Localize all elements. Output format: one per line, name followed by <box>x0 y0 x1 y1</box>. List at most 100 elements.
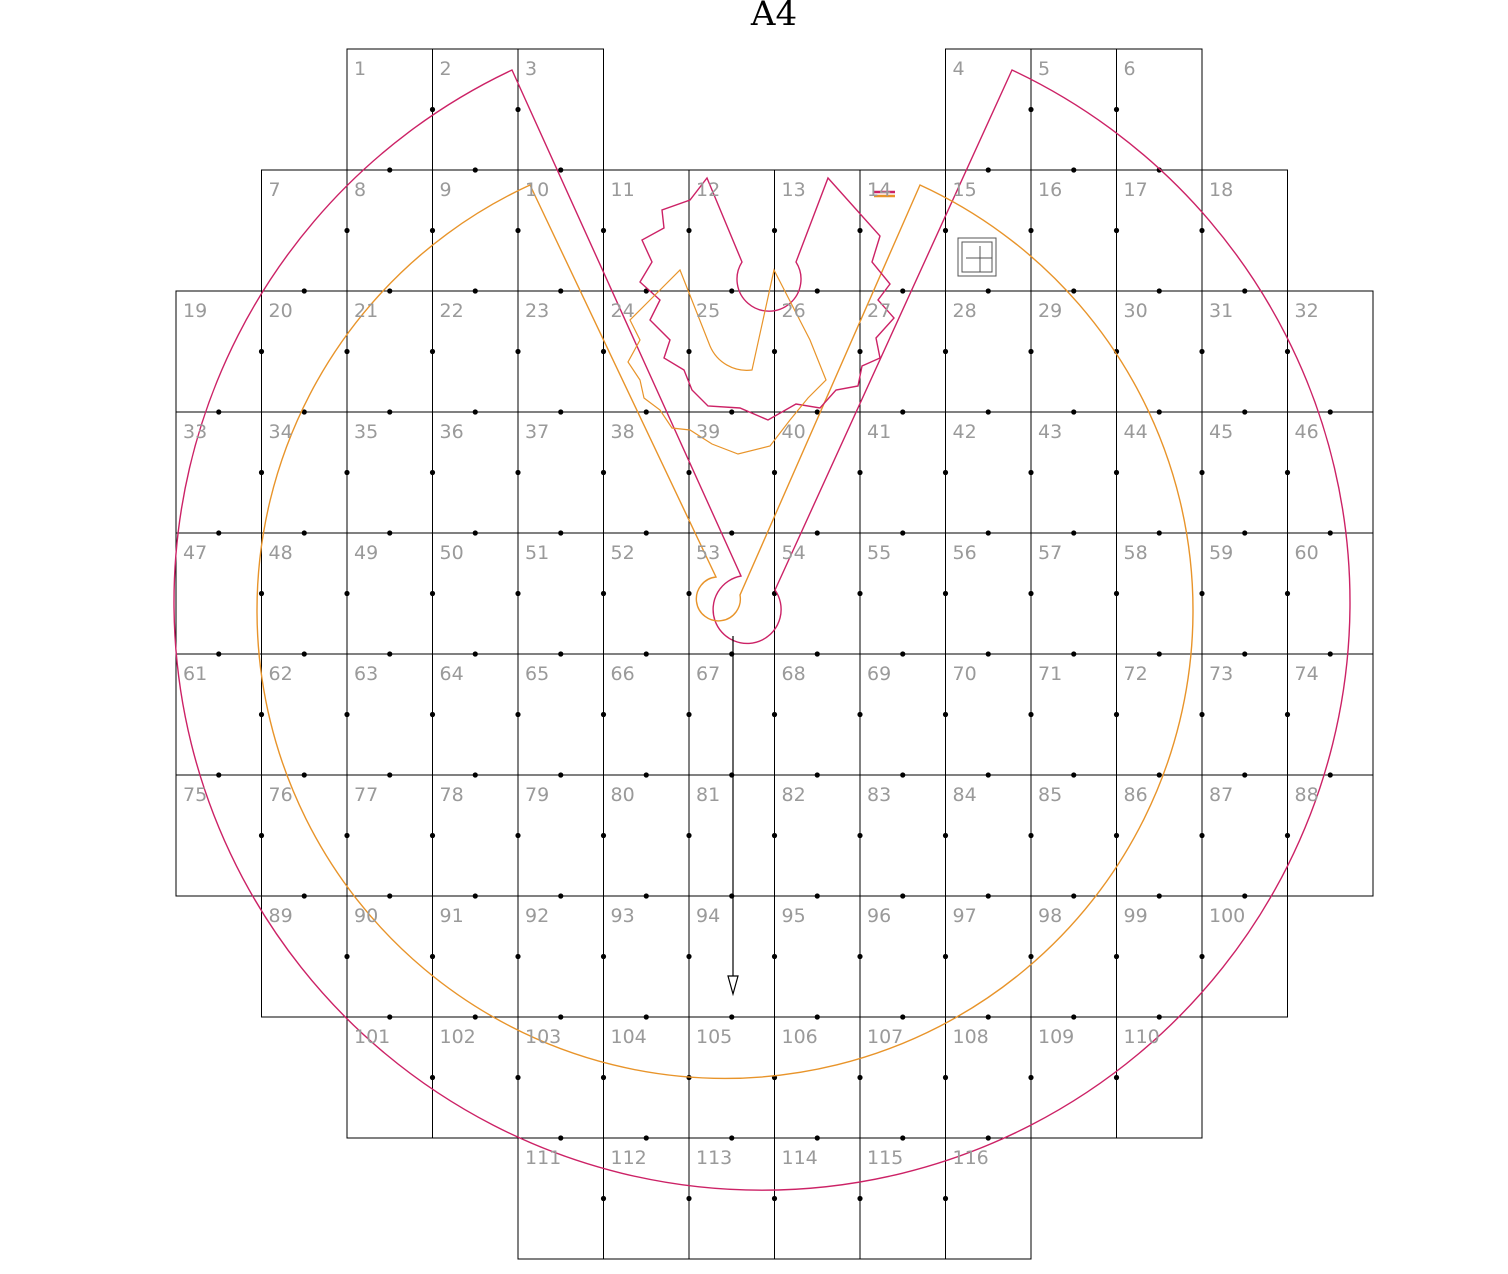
tile-number-label: 93 <box>611 905 635 927</box>
alignment-dot <box>600 832 607 839</box>
alignment-dot <box>686 348 692 355</box>
alignment-dot <box>729 409 735 415</box>
alignment-dot <box>301 530 307 536</box>
alignment-dot <box>216 651 222 657</box>
alignment-dot <box>1113 590 1120 597</box>
tile-number-label: 110 <box>1124 1026 1160 1048</box>
alignment-dot <box>814 651 820 657</box>
tile-number-label: 96 <box>867 905 891 927</box>
alignment-dot <box>643 893 649 899</box>
alignment-dot <box>1113 711 1120 718</box>
alignment-dot <box>942 832 949 839</box>
alignment-dot <box>1284 590 1291 597</box>
alignment-dot <box>301 651 307 657</box>
alignment-dot <box>387 288 393 294</box>
alignment-dot <box>429 227 436 234</box>
alignment-dot <box>857 1074 863 1081</box>
inner-pattern-piece-outline <box>256 184 1194 1080</box>
tile-number-label: 90 <box>354 905 378 927</box>
alignment-dot <box>771 348 778 355</box>
alignment-dot <box>1113 953 1120 960</box>
alignment-dot <box>515 106 521 113</box>
tile-number-label: 108 <box>953 1026 989 1048</box>
tile-number-label: 65 <box>525 663 549 685</box>
alignment-dot <box>643 409 649 415</box>
tile-number-label: 13 <box>782 179 806 201</box>
alignment-dot <box>558 772 564 778</box>
tile-number-label: 88 <box>1295 784 1319 806</box>
alignment-dot <box>1156 651 1162 657</box>
alignment-dot <box>258 590 265 597</box>
alignment-dot <box>387 530 393 536</box>
alignment-dot <box>600 953 607 960</box>
tile-number-label: 95 <box>782 905 806 927</box>
alignment-dot <box>1113 832 1120 839</box>
alignment-dot <box>558 1014 564 1020</box>
tile-number-label: 51 <box>525 542 549 564</box>
alignment-dot <box>814 530 820 536</box>
alignment-dot <box>1071 772 1077 778</box>
alignment-dot <box>387 893 393 899</box>
alignment-dot <box>344 711 350 718</box>
tile-number-label: 45 <box>1209 421 1233 443</box>
tile-number-label: 47 <box>183 542 207 564</box>
alignment-dot <box>216 530 222 536</box>
alignment-dot <box>643 1135 649 1141</box>
alignment-dot <box>472 772 478 778</box>
alignment-dot <box>1199 227 1205 234</box>
alignment-dot <box>1071 288 1077 294</box>
alignment-dot <box>1199 711 1205 718</box>
alignment-dot <box>942 1074 949 1081</box>
alignment-dot <box>729 1014 735 1020</box>
alignment-dot <box>600 590 607 597</box>
alignment-dot <box>387 409 393 415</box>
alignment-dot <box>258 348 265 355</box>
alignment-dot <box>1156 1014 1162 1020</box>
tile-number-label: 111 <box>525 1147 561 1169</box>
tile-number-label: 49 <box>354 542 378 564</box>
alignment-dot <box>857 227 863 234</box>
alignment-dot <box>857 590 863 597</box>
alignment-dot <box>472 288 478 294</box>
tile-number-label: 17 <box>1124 179 1148 201</box>
tile-number-label: 87 <box>1209 784 1233 806</box>
alignment-dot <box>814 409 820 415</box>
tile-number-label: 109 <box>1038 1026 1074 1048</box>
alignment-dot <box>1071 651 1077 657</box>
alignment-dot <box>686 590 692 597</box>
alignment-dot <box>600 227 607 234</box>
tile-number-label: 20 <box>269 300 293 322</box>
tile-number-label: 19 <box>183 300 207 322</box>
alignment-dot <box>1284 832 1291 839</box>
tile-number-label: 97 <box>953 905 977 927</box>
tile-number-label: 68 <box>782 663 806 685</box>
tile-number-label: 74 <box>1295 663 1319 685</box>
alignment-dot <box>1327 651 1333 657</box>
tile-number-label: 102 <box>440 1026 476 1048</box>
tile-number-label: 32 <box>1295 300 1319 322</box>
alignment-dot <box>900 651 906 657</box>
alignment-dot <box>686 227 692 234</box>
alignment-dot <box>900 530 906 536</box>
alignment-dot <box>771 711 778 718</box>
tile-number-label: 16 <box>1038 179 1062 201</box>
tile-number-label: 91 <box>440 905 464 927</box>
alignment-dot <box>1113 469 1120 476</box>
tile-number-label: 78 <box>440 784 464 806</box>
alignment-dot <box>857 832 863 839</box>
alignment-dot <box>600 469 607 476</box>
tile-number-label: 7 <box>269 179 281 201</box>
tile-number-label: 115 <box>867 1147 903 1169</box>
alignment-dot <box>600 711 607 718</box>
tile-number-label: 84 <box>953 784 977 806</box>
alignment-dot <box>387 1014 393 1020</box>
alignment-dot <box>643 772 649 778</box>
tile-number-label: 9 <box>440 179 452 201</box>
alignment-dot <box>429 953 436 960</box>
alignment-dot <box>942 348 949 355</box>
tile-number-label: 94 <box>696 905 720 927</box>
alignment-dot <box>942 227 949 234</box>
alignment-dot <box>1071 1014 1077 1020</box>
